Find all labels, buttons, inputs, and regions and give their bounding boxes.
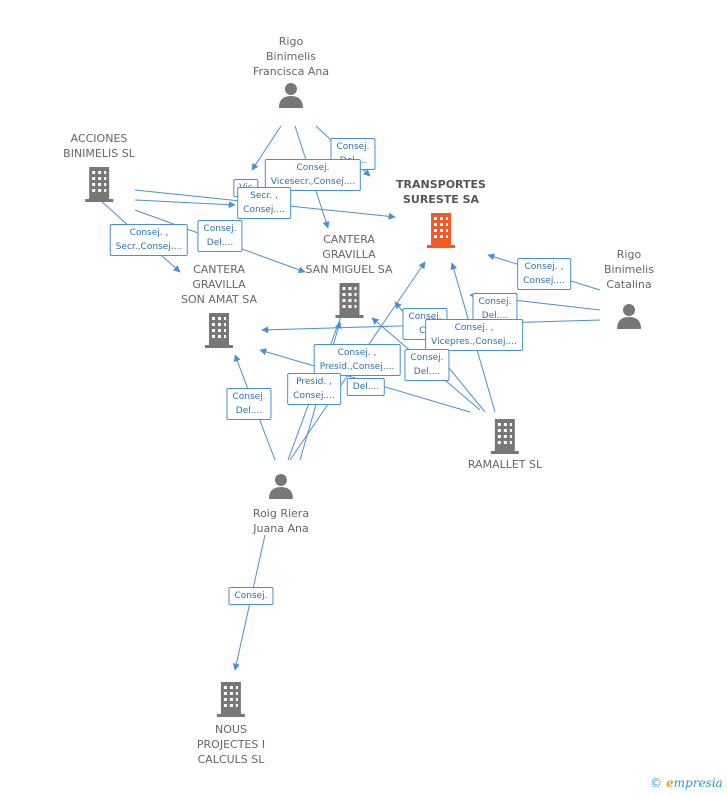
node-label: Catalina xyxy=(606,278,652,291)
edge-label[interactable]: Del.... xyxy=(346,378,386,396)
node-acciones-binimelis[interactable]: ACCIONES BINIMELIS SL xyxy=(63,131,135,203)
edge-label[interactable]: Consej.Del.... xyxy=(197,220,243,252)
edge-label[interactable]: Consej. ,Vicepres.,Consej.... xyxy=(425,319,523,351)
person-icon xyxy=(279,83,303,108)
building-icon xyxy=(334,283,363,318)
node-label: ACCIONES xyxy=(70,132,128,145)
building-icon xyxy=(84,167,113,202)
node-rigo-catalina[interactable]: Rigo Binimelis Catalina xyxy=(604,247,654,330)
edge-label[interactable]: Consej. xyxy=(228,587,274,605)
edge-label[interactable]: Presid. ,Consej.... xyxy=(287,373,341,405)
edge-line xyxy=(134,199,236,209)
node-label: CANTERA xyxy=(323,233,375,246)
node-label: GRAVILLA xyxy=(322,248,376,261)
node-label: Binimelis xyxy=(604,263,654,276)
edge-label[interactable]: Consej. ,Presid.,Consej.... xyxy=(313,344,401,376)
edge-line xyxy=(251,125,282,171)
node-label: GRAVILLA xyxy=(192,278,246,291)
node-label: Rigo xyxy=(278,35,304,48)
person-icon xyxy=(269,474,293,499)
building-icon xyxy=(204,313,233,348)
node-label: PROJECTES I xyxy=(196,738,266,751)
edge-label[interactable]: Consej.Vicesecr.,Consej.... xyxy=(264,159,362,191)
node-label: Juana Ana xyxy=(253,522,309,535)
node-label: Rigo xyxy=(616,248,642,261)
node-label: CALCULS SL xyxy=(197,753,265,766)
node-label: Francisca Ana xyxy=(252,65,330,78)
building-icon xyxy=(491,419,519,454)
node-label: Roig Riera xyxy=(252,507,310,520)
node-nous-projectes[interactable]: NOUS PROJECTES I CALCULS SL xyxy=(197,680,265,767)
node-rigo-francisca[interactable]: Rigo Binimelis Francisca Ana xyxy=(253,34,329,109)
node-cantera-san-miguel[interactable]: CANTERA GRAVILLA SAN MIGUEL SA xyxy=(305,232,393,319)
node-label: NOUS xyxy=(215,723,247,736)
edge-label[interactable]: Secr. ,Consej.... xyxy=(237,187,291,219)
node-label: Binimelis xyxy=(266,50,316,63)
edge-label[interactable]: Consej.Del.... xyxy=(404,349,450,381)
edge-label[interactable]: Consej. ,Secr.,Consej.... xyxy=(109,224,189,256)
node-label: CANTERA xyxy=(193,263,245,276)
node-label: SAN MIGUEL SA xyxy=(305,263,393,276)
node-label: BINIMELIS SL xyxy=(63,147,135,160)
node-label: SURESTE SA xyxy=(402,193,480,206)
node-transportes-sureste[interactable]: TRANSPORTES SURESTE SA xyxy=(396,177,486,249)
building-icon xyxy=(216,682,245,717)
node-ramallet[interactable]: RAMALLET SL xyxy=(468,417,542,472)
node-roig-riera[interactable]: Roig Riera Juana Ana xyxy=(253,470,309,536)
node-label: SON AMAT SA xyxy=(181,293,257,306)
node-label: RAMALLET SL xyxy=(467,458,543,471)
building-icon xyxy=(426,213,455,248)
node-cantera-son-amat[interactable]: CANTERA GRAVILLA SON AMAT SA xyxy=(181,262,257,349)
person-icon xyxy=(617,304,641,329)
edge-label[interactable]: Consej. ,Consej.... xyxy=(517,258,571,290)
edge-label[interactable]: Consej.Del.... xyxy=(226,388,272,420)
node-label: TRANSPORTES xyxy=(396,178,486,191)
empresia-logo: ©empresia xyxy=(650,776,723,790)
